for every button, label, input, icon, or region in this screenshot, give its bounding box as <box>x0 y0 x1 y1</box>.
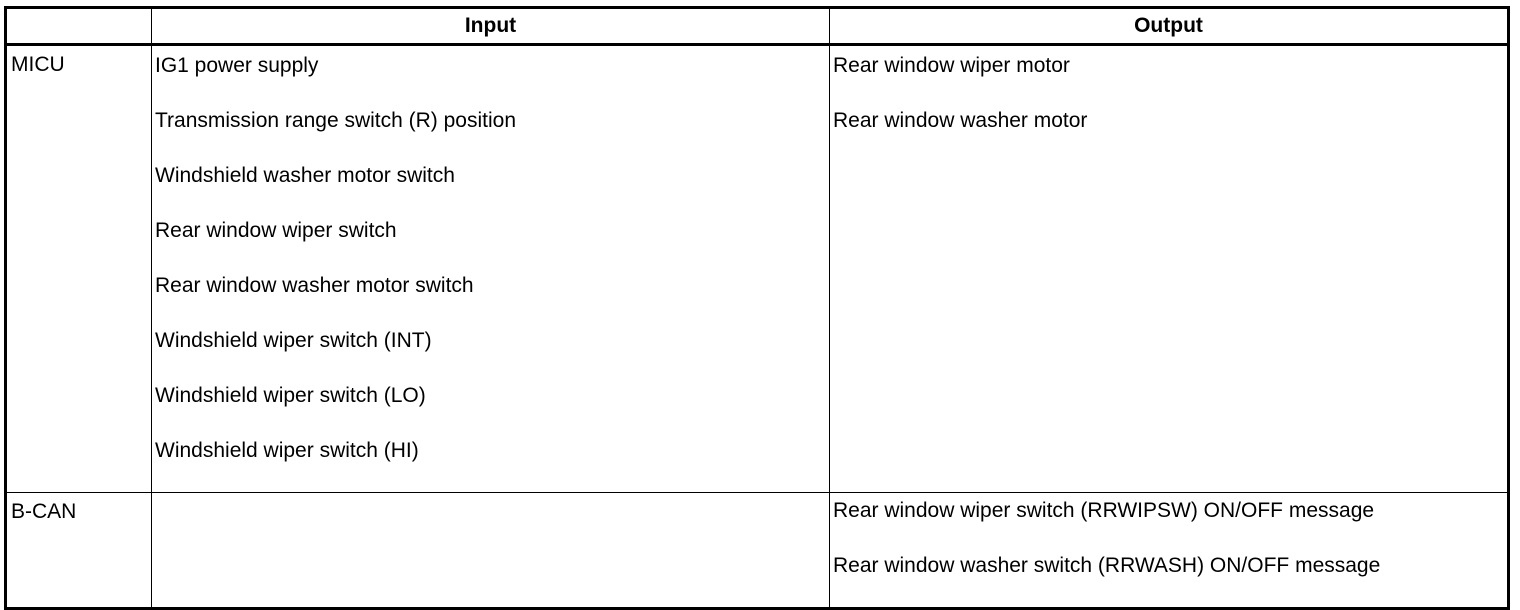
output-cell-bcan: Rear window wiper switch (RRWIPSW) ON/OF… <box>829 492 1509 609</box>
table-row-bcan: B-CAN Rear window wiper switch (RRWIPSW)… <box>5 492 1509 609</box>
output-list-micu: Rear window wiper motor Rear window wash… <box>830 46 1507 162</box>
output-cell-micu: Rear window wiper motor Rear window wash… <box>829 44 1509 493</box>
list-item: Rear window wiper motor <box>833 54 1070 77</box>
list-item: Windshield wiper switch (HI) <box>155 439 419 462</box>
header-output: Output <box>829 7 1509 46</box>
list-item: Rear window washer motor switch <box>155 274 474 297</box>
input-cell-micu: IG1 power supply Transmission range swit… <box>151 44 830 493</box>
list-item: Rear window washer motor <box>833 109 1088 132</box>
list-item: Rear window wiper switch <box>155 219 397 242</box>
input-list-micu: IG1 power supply Transmission range swit… <box>152 46 829 492</box>
table-row-micu: MICU IG1 power supply Transmission range… <box>5 44 1509 493</box>
header-module <box>5 7 152 46</box>
list-item: Windshield washer motor switch <box>155 164 455 187</box>
list-item: Windshield wiper switch (LO) <box>155 384 426 407</box>
header-row: Input Output <box>5 7 1509 46</box>
header-input: Input <box>151 7 830 46</box>
list-item: IG1 power supply <box>155 54 319 77</box>
list-item: Rear window washer switch (RRWASH) ON/OF… <box>833 554 1381 577</box>
input-cell-bcan <box>151 492 830 609</box>
module-cell-bcan: B-CAN <box>5 492 152 609</box>
list-item: Rear window wiper switch (RRWIPSW) ON/OF… <box>833 499 1375 522</box>
input-output-table: Input Output MICU IG1 power supply Trans… <box>4 6 1510 610</box>
list-item: Transmission range switch (R) position <box>155 109 517 132</box>
module-cell-micu: MICU <box>5 44 152 493</box>
list-item: Windshield wiper switch (INT) <box>155 329 432 352</box>
output-list-bcan: Rear window wiper switch (RRWIPSW) ON/OF… <box>830 493 1507 607</box>
